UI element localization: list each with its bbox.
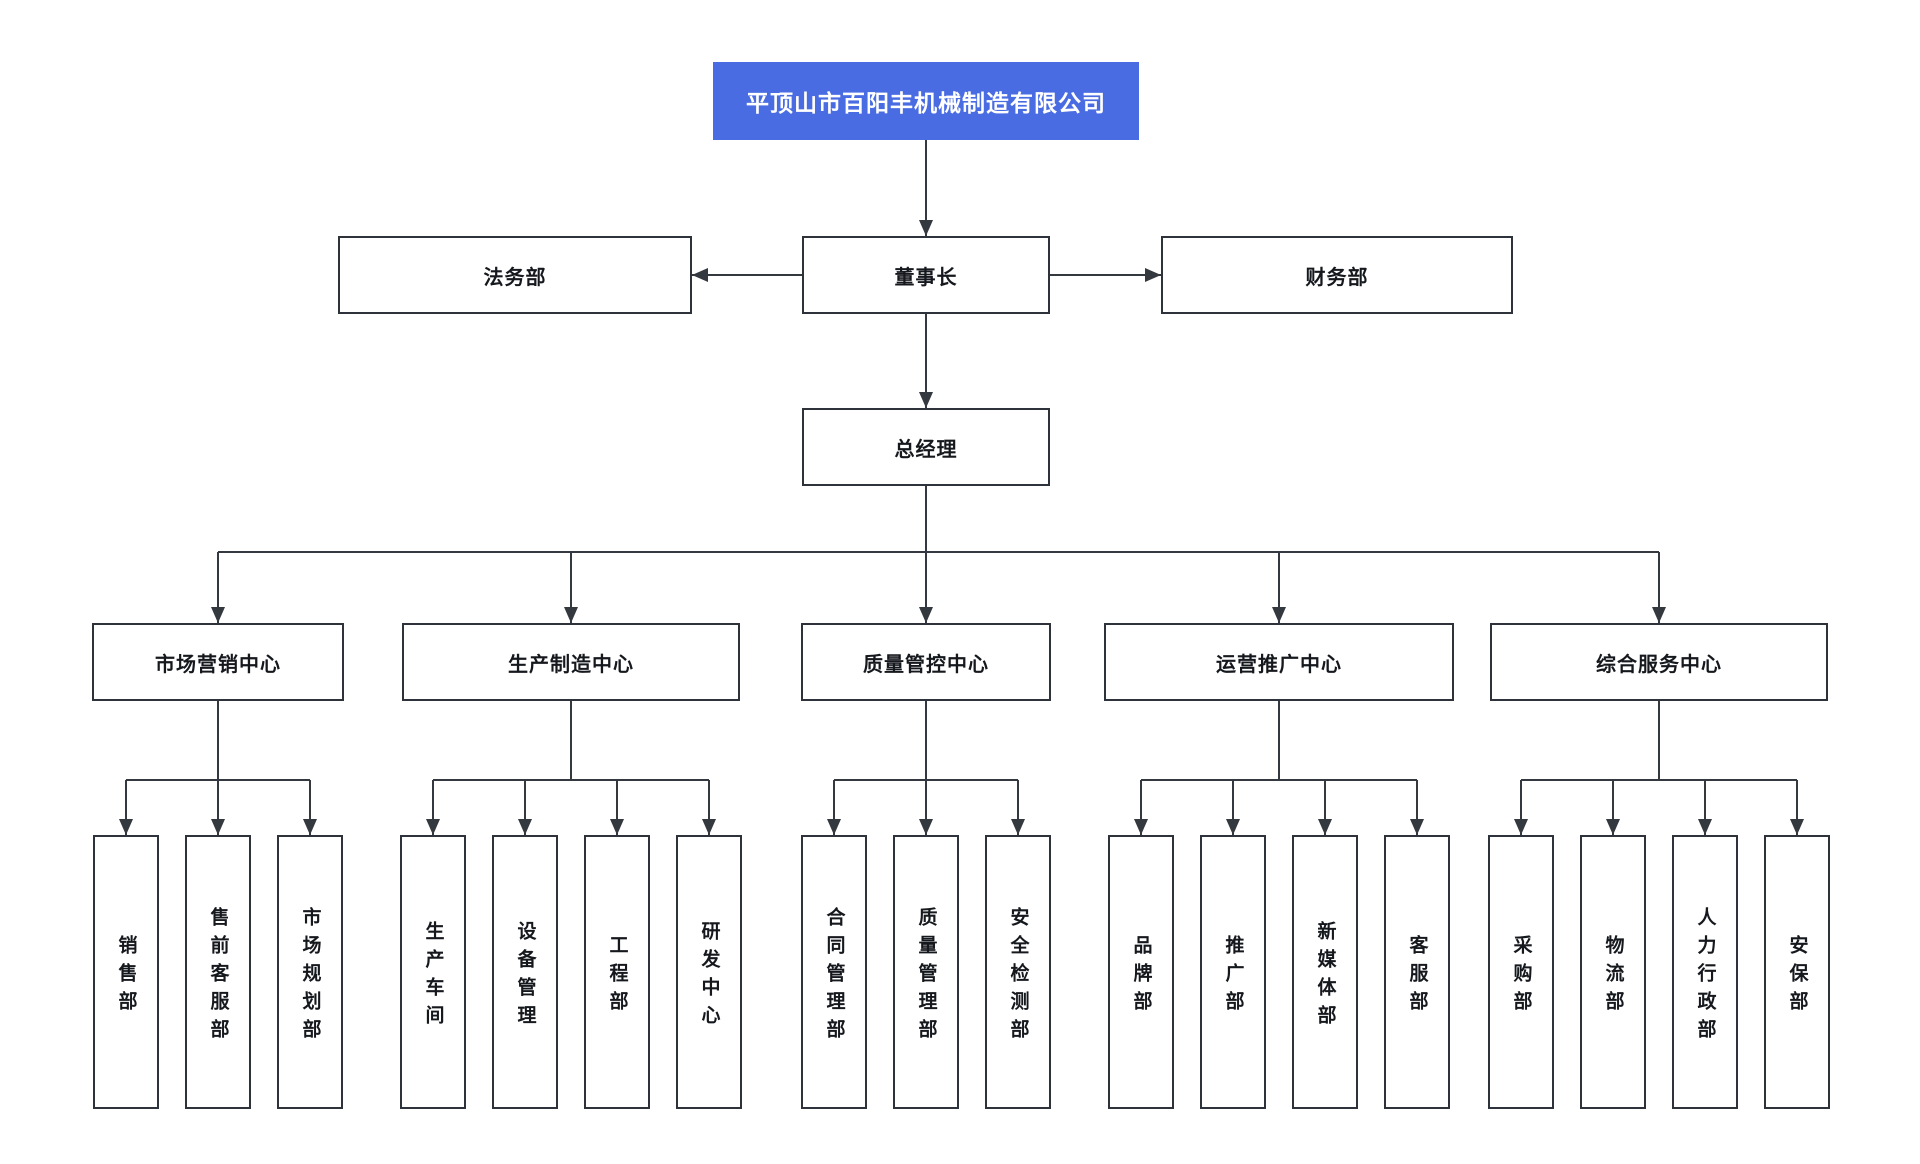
- chairman-label: 董事长: [894, 266, 958, 289]
- center-quality-label: 质量管控中心: [863, 653, 989, 676]
- dept-contract-management-label: 合同管理部: [823, 906, 845, 1047]
- node-dept-quality-management: 质量管理部: [893, 835, 959, 1109]
- node-dept-new-media: 新媒体部: [1292, 835, 1358, 1109]
- node-general-manager: 总经理: [802, 408, 1050, 486]
- dept-new-media-label: 新媒体部: [1314, 920, 1336, 1033]
- dept-production-workshop-label: 生产车间: [422, 920, 444, 1033]
- node-dept-safety-inspection: 安全检测部: [985, 835, 1051, 1109]
- dept-presales-service-label: 售前客服部: [207, 906, 229, 1047]
- node-legal-dept: 法务部: [338, 236, 692, 314]
- node-dept-engineering: 工程部: [584, 835, 650, 1109]
- node-company-root: 平顶山市百阳丰机械制造有限公司: [713, 62, 1139, 140]
- node-dept-logistics: 物流部: [1580, 835, 1646, 1109]
- node-dept-security: 安保部: [1764, 835, 1830, 1109]
- legal-dept-label: 法务部: [483, 266, 547, 289]
- node-center-operations: 运营推广中心: [1104, 623, 1454, 701]
- dept-promotion-label: 推广部: [1222, 934, 1244, 1019]
- node-dept-market-planning: 市场规划部: [277, 835, 343, 1109]
- center-general-services-label: 综合服务中心: [1596, 653, 1722, 676]
- dept-market-planning-label: 市场规划部: [299, 906, 321, 1047]
- dept-rd-center-label: 研发中心: [698, 920, 720, 1033]
- node-dept-rd-center: 研发中心: [676, 835, 742, 1109]
- node-dept-promotion: 推广部: [1200, 835, 1266, 1109]
- general-manager-label: 总经理: [894, 438, 958, 461]
- node-center-production: 生产制造中心: [402, 623, 740, 701]
- node-chairman: 董事长: [802, 236, 1050, 314]
- node-dept-equipment-management: 设备管理: [492, 835, 558, 1109]
- department-drop-arrows: [119, 780, 1804, 835]
- dept-equipment-management-label: 设备管理: [514, 920, 536, 1033]
- node-finance-dept: 财务部: [1161, 236, 1513, 314]
- node-dept-brand: 品牌部: [1108, 835, 1174, 1109]
- node-dept-procurement: 采购部: [1488, 835, 1554, 1109]
- dept-security-label: 安保部: [1786, 934, 1808, 1019]
- dept-logistics-label: 物流部: [1602, 934, 1624, 1019]
- node-center-marketing: 市场营销中心: [92, 623, 344, 701]
- dept-procurement-label: 采购部: [1510, 934, 1532, 1019]
- center-drop-arrows: [211, 552, 1666, 623]
- center-production-label: 生产制造中心: [508, 653, 634, 676]
- node-dept-sales: 销售部: [93, 835, 159, 1109]
- dept-engineering-label: 工程部: [606, 934, 628, 1019]
- dept-brand-label: 品牌部: [1130, 934, 1152, 1019]
- node-dept-presales-service: 售前客服部: [185, 835, 251, 1109]
- node-center-quality: 质量管控中心: [801, 623, 1051, 701]
- node-center-general-services: 综合服务中心: [1490, 623, 1828, 701]
- finance-dept-label: 财务部: [1305, 266, 1369, 289]
- node-dept-customer-service: 客服部: [1384, 835, 1450, 1109]
- top-level-connectors: [692, 140, 1161, 408]
- dept-customer-service-label: 客服部: [1406, 934, 1428, 1019]
- center-operations-label: 运营推广中心: [1216, 653, 1342, 676]
- dept-hr-admin-label: 人力行政部: [1694, 906, 1716, 1047]
- company-root-label: 平顶山市百阳丰机械制造有限公司: [746, 90, 1106, 116]
- dept-sales-label: 销售部: [115, 934, 137, 1019]
- node-dept-contract-management: 合同管理部: [801, 835, 867, 1109]
- node-dept-hr-admin: 人力行政部: [1672, 835, 1738, 1109]
- dept-quality-management-label: 质量管理部: [915, 906, 937, 1047]
- dept-safety-inspection-label: 安全检测部: [1007, 906, 1029, 1047]
- node-dept-production-workshop: 生产车间: [400, 835, 466, 1109]
- center-marketing-label: 市场营销中心: [155, 653, 281, 676]
